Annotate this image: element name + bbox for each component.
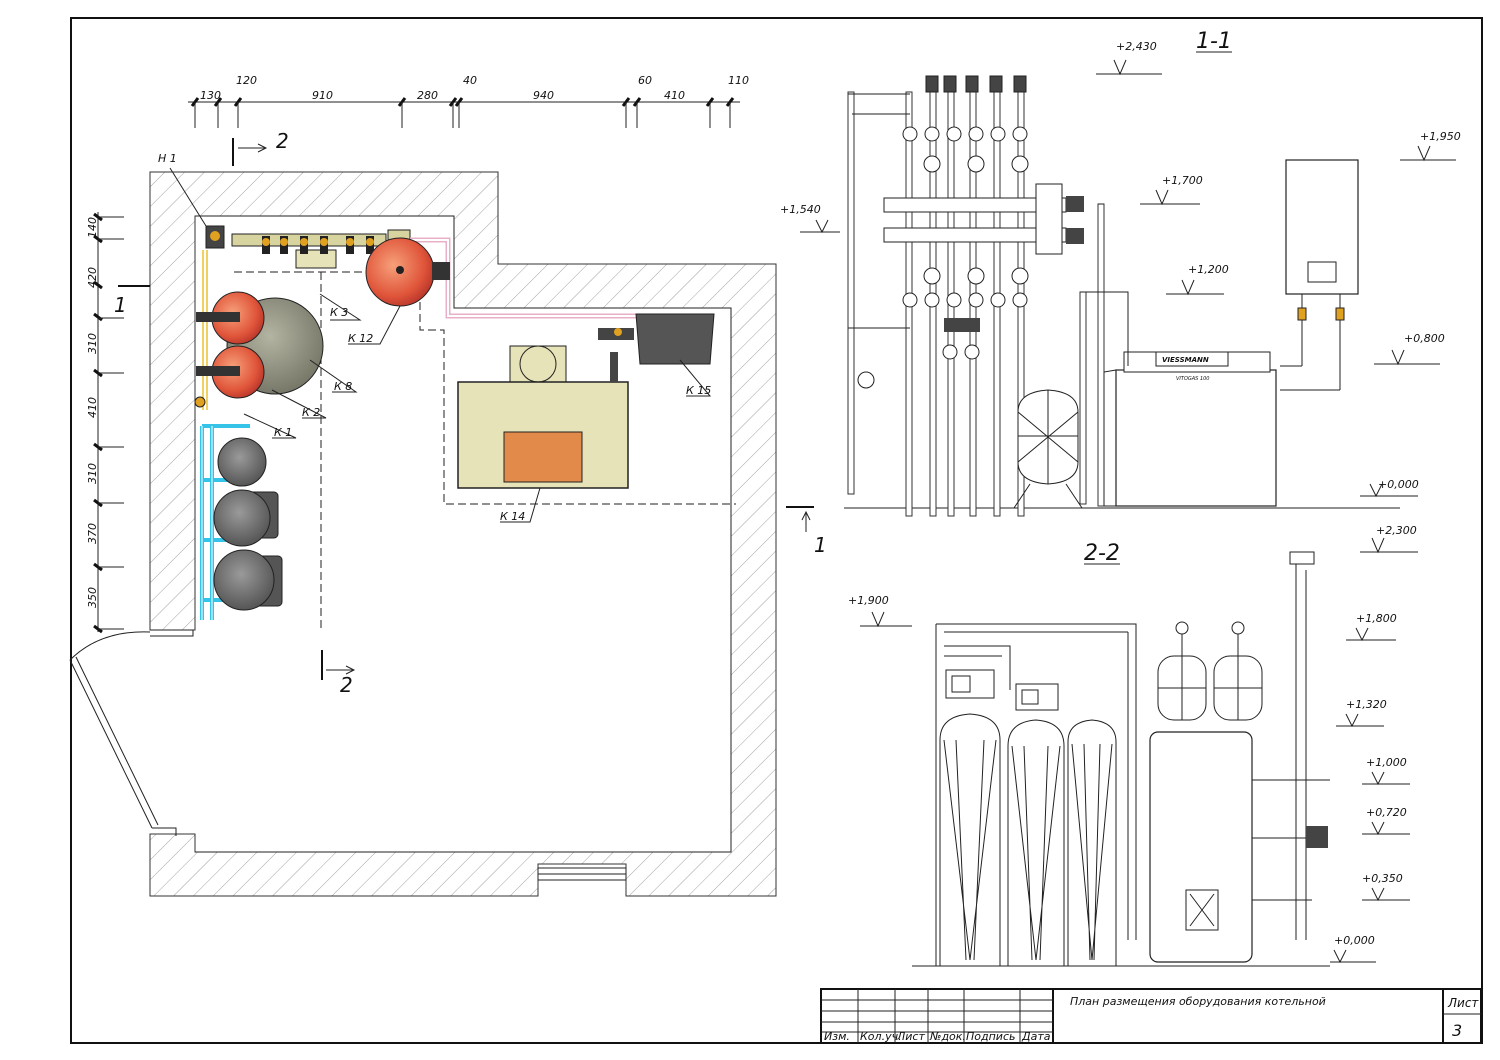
sheet-frame xyxy=(70,17,1483,1044)
floor-plan xyxy=(69,97,814,897)
label-k3: К 3 xyxy=(330,306,348,319)
tb-sheet-number: 3 xyxy=(1452,1021,1462,1040)
tb-sheet-label: Лист xyxy=(1447,996,1479,1010)
section-2-2-labels: 2-2 +2,300 +1,900 +1,800 +1,320 +1,000 +… xyxy=(848,524,1418,964)
level-1-1-2430: +2,430 xyxy=(1116,40,1157,53)
tb-title: План размещения оборудования котельной xyxy=(1070,995,1326,1008)
title-block: Изм. Кол.уч. Лист №док. Подпись Дата Пла… xyxy=(820,988,1482,1044)
level-2-2-2300: +2,300 xyxy=(1376,524,1417,537)
dim-left-4: 410 xyxy=(86,397,99,418)
boiler-brand: VIESSMANN xyxy=(1162,356,1209,364)
dim-left-1: 140 xyxy=(86,217,99,238)
level-2-2-1000: +1,000 xyxy=(1366,756,1407,769)
section-2-2-title: 2-2 xyxy=(1084,541,1120,566)
section-mark-1-left: 1 xyxy=(114,293,127,317)
tb-header-list: Лист xyxy=(896,1030,925,1043)
dim-top-9: 110 xyxy=(728,74,749,87)
level-2-2-1320: +1,320 xyxy=(1346,698,1387,711)
section-1-1-title: 1-1 xyxy=(1196,29,1232,54)
plan-labels: 130 120 910 280 40 940 60 410 110 140 42… xyxy=(86,74,827,697)
section-1-1 xyxy=(844,75,1400,517)
dim-left-2: 420 xyxy=(86,267,99,288)
level-1-1-0800: +0,800 xyxy=(1404,332,1445,345)
level-2-2-0720: +0,720 xyxy=(1366,806,1407,819)
dim-top-4: 280 xyxy=(417,89,438,102)
section-mark-2-top: 2 xyxy=(276,129,289,153)
level-2-2-1900: +1,900 xyxy=(848,594,889,607)
label-k15: К 15 xyxy=(686,384,711,397)
dim-top-8: 410 xyxy=(664,89,685,102)
tb-header-data: Дата xyxy=(1021,1030,1051,1043)
dim-top-5: 40 xyxy=(463,74,477,87)
boiler-model: VITOGAS 100 xyxy=(1176,376,1210,382)
label-k8: К 8 xyxy=(334,380,352,393)
level-1-1-0000: +0,000 xyxy=(1378,478,1419,491)
dim-top-7: 60 xyxy=(638,74,652,87)
dim-top-6: 940 xyxy=(533,89,554,102)
label-k14: К 14 xyxy=(500,510,525,523)
section-2-2 xyxy=(912,551,1330,967)
level-2-2-1800: +1,800 xyxy=(1356,612,1397,625)
dim-left-7: 350 xyxy=(86,587,99,608)
dim-left-5: 310 xyxy=(86,463,99,484)
section-mark-1-right: 1 xyxy=(814,533,827,557)
level-1-1-1540: +1,540 xyxy=(780,203,821,216)
tb-header-podpis: Подпись xyxy=(966,1030,1015,1043)
level-2-2-0000: +0,000 xyxy=(1334,934,1375,947)
label-k2: К 2 xyxy=(302,406,320,419)
label-k12: К 12 xyxy=(348,332,373,345)
level-1-1-1700: +1,700 xyxy=(1162,174,1203,187)
level-2-2-0350: +0,350 xyxy=(1362,872,1403,885)
tb-header-izm: Изм. xyxy=(824,1030,850,1043)
level-1-1-1950: +1,950 xyxy=(1420,130,1461,143)
tb-header-ndok: №док. xyxy=(929,1030,966,1043)
tb-header-koluch: Кол.уч. xyxy=(860,1030,902,1043)
level-1-1-1200: +1,200 xyxy=(1188,263,1229,276)
dim-top-2: 120 xyxy=(236,74,257,87)
dim-left-6: 370 xyxy=(86,523,99,544)
section-1-1-labels: 1-1 +2,430 +1,950 +1,700 +1,540 +1,200 +… xyxy=(780,29,1461,498)
section-mark-2-bottom: 2 xyxy=(340,673,353,697)
label-k1: К 1 xyxy=(274,426,292,439)
dim-top-3: 910 xyxy=(312,89,333,102)
label-h1: Н 1 xyxy=(158,152,177,165)
dim-left-3: 310 xyxy=(86,333,99,354)
dim-top-1: 130 xyxy=(200,89,221,102)
